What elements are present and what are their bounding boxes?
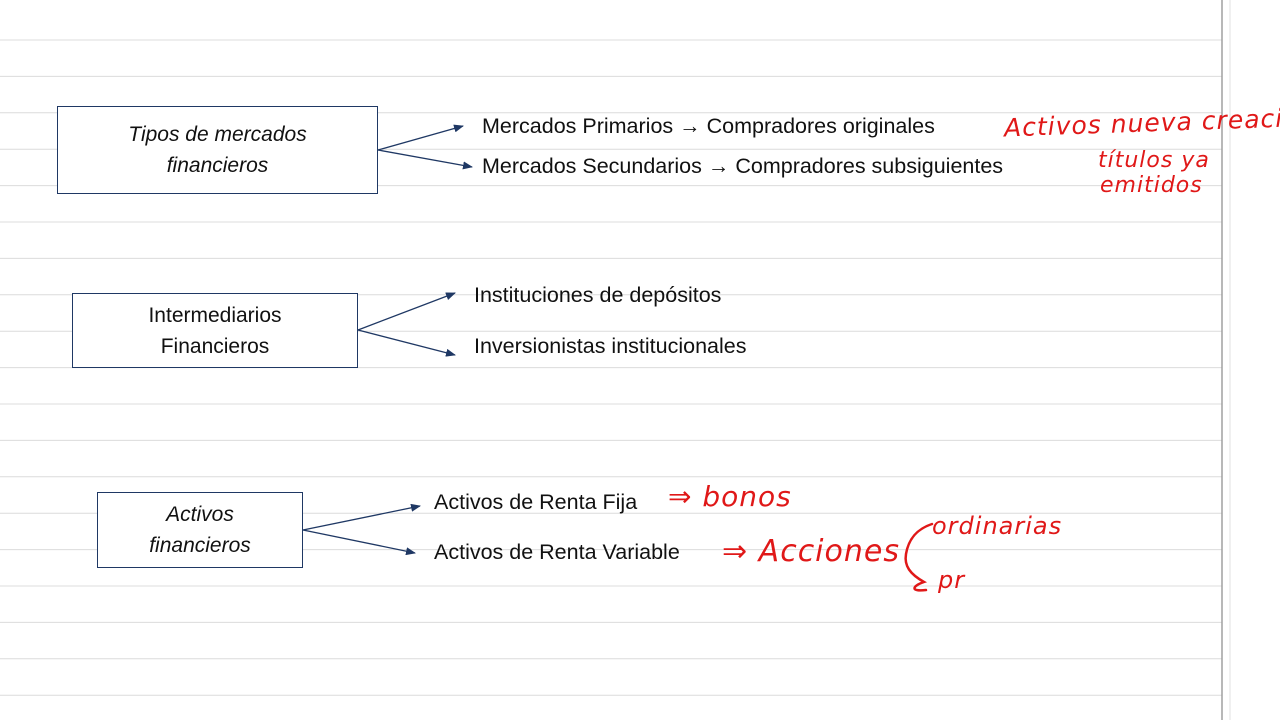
arrow-renta-fija (302, 503, 421, 531)
arrow-instituciones (357, 292, 456, 331)
annotation-bonos: ⇒ bonos (668, 480, 792, 513)
arrow-mercados-secundarios (377, 149, 473, 170)
annotation-pr: pr (938, 566, 966, 594)
box-tipos-de-mercados: Tipos de mercados financieros (57, 106, 378, 194)
arrow-inversionistas (357, 329, 456, 357)
annotation-acciones: ⇒ Acciones (722, 534, 900, 569)
box-line-1: Tipos de mercados (128, 123, 307, 146)
item-inversionistas-institucionales: Inversionistas institucionales (474, 334, 747, 358)
box-line-2: Financieros (160, 334, 270, 358)
item-renta-variable: Activos de Renta Variable (434, 540, 680, 564)
annotation-titulos-ya: títulos ya (1098, 148, 1210, 173)
box-line-1: Intermediarios (148, 303, 282, 327)
box-line-2: financieros (166, 154, 269, 177)
arrow-mercados-primarios (377, 124, 464, 151)
handwritten-brace (904, 522, 934, 592)
box-activos-financieros: Activos financieros (97, 492, 303, 568)
arrow-renta-variable (302, 529, 416, 556)
item-mercados-primarios: Mercados Primarios → Compradores origina… (482, 114, 935, 138)
box-line-2: financieros (149, 534, 251, 557)
box-intermediarios-financieros: Intermediarios Financieros (72, 293, 358, 368)
item-mercados-secundarios: Mercados Secundarios → Compradores subsi… (482, 154, 1004, 178)
box-line-1: Activos (166, 503, 234, 526)
item-renta-fija: Activos de Renta Fija (434, 490, 638, 514)
annotation-ordinarias: ordinarias (932, 512, 1063, 540)
annotation-emitidos: emitidos (1100, 173, 1203, 198)
item-instituciones-depositos: Instituciones de depósitos (474, 283, 722, 307)
